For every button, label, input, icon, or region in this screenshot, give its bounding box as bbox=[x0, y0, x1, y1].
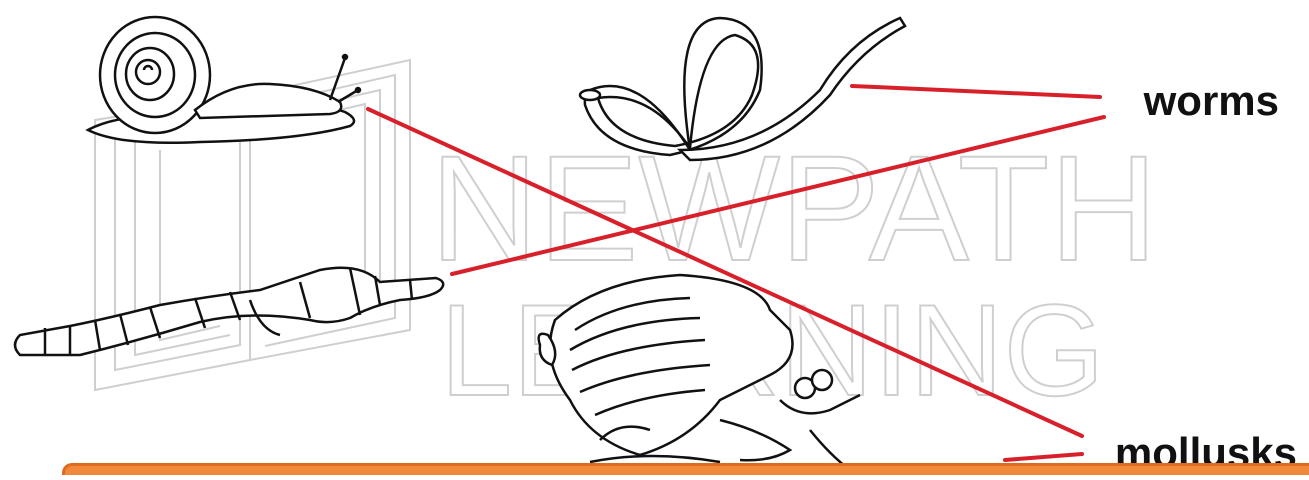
line-snail-to-mollusks bbox=[366, 107, 1084, 438]
snail-illustration bbox=[85, 15, 362, 145]
hermit-crab-illustration bbox=[537, 273, 861, 471]
label-worms: worms bbox=[1143, 77, 1279, 124]
answer-lines bbox=[366, 84, 1106, 462]
bottom-orange-bar bbox=[62, 463, 1309, 475]
segmented-worm-illustration bbox=[13, 266, 445, 357]
watermark-line-1: NEWPATH bbox=[430, 124, 1158, 292]
line-bottom-to-mollusks bbox=[1003, 452, 1084, 462]
roundworm-illustration bbox=[578, 16, 907, 162]
line-roundworm-to-worms bbox=[850, 84, 1102, 99]
line-segmented-worm-to-worms bbox=[450, 115, 1106, 276]
